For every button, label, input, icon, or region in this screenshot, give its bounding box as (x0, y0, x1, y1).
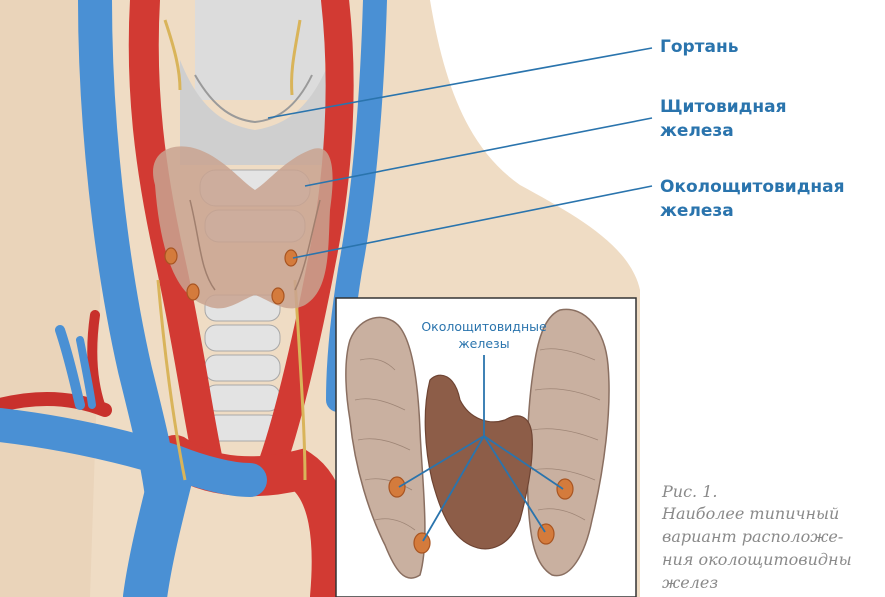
caption-line2: Наиболее типичный (662, 503, 839, 525)
label-thyroid-line2: железа (660, 120, 734, 142)
label-thyroid-line1: Щитовидная (660, 96, 787, 118)
caption-line3: вариант расположе- (662, 526, 843, 548)
caption-line4: ния околощитовидны (662, 549, 852, 571)
caption-line5: желез (662, 572, 718, 594)
label-parathyroid-line2: железа (660, 200, 734, 222)
label-parathyroid-line1: Околощитовидная (660, 176, 845, 198)
caption-line1: Рис. 1. (662, 481, 717, 503)
label-larynx: Гортань (660, 36, 739, 58)
inset-title-line2: железы (400, 335, 568, 352)
inset-title-line1: Околощитовидные (400, 318, 568, 335)
